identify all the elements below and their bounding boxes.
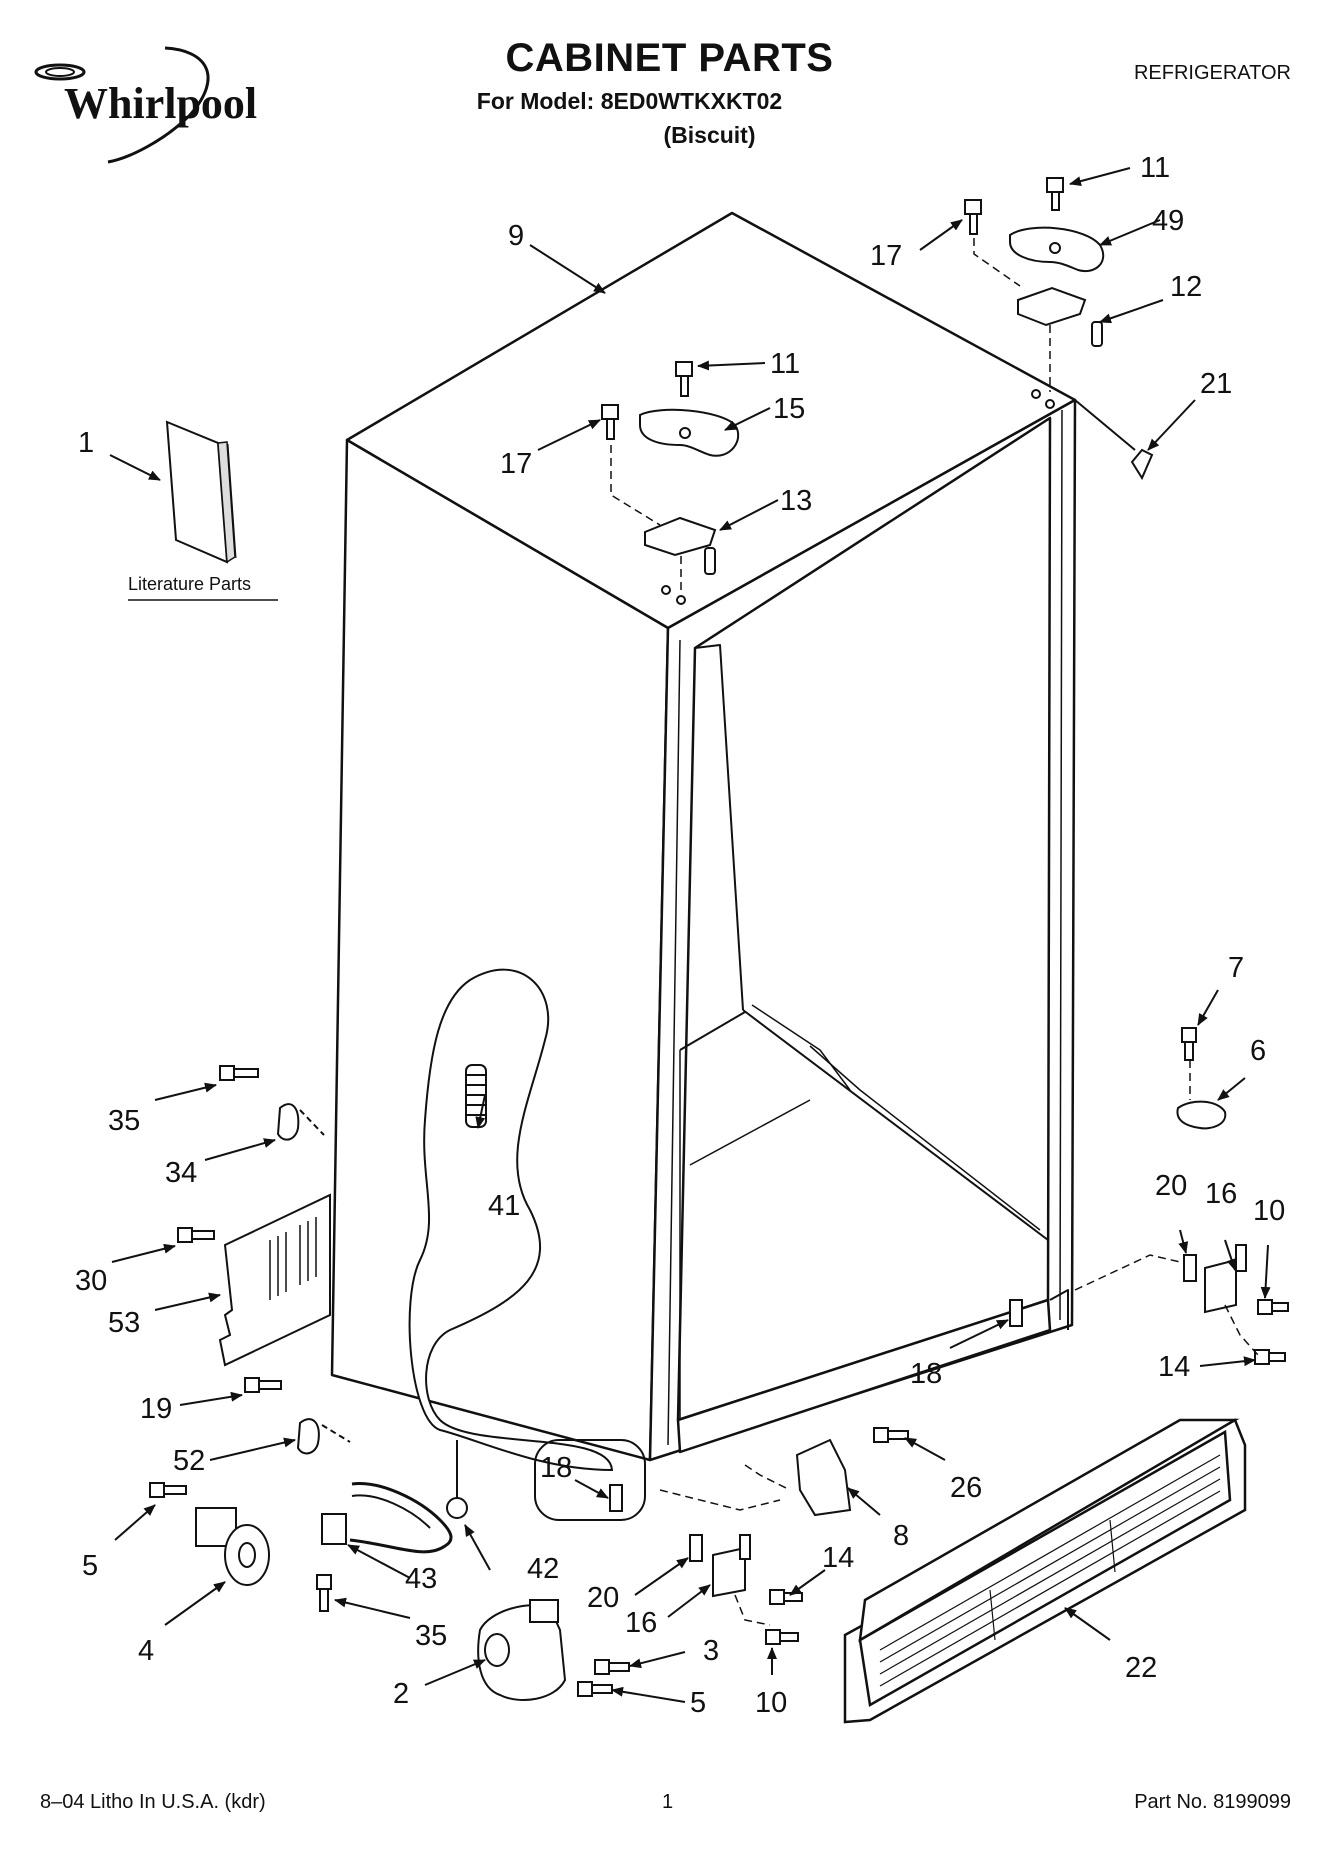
callout-labels: 1 2 3 4 5 5 6 7 8 9 10 10 11 11 12 13 14… [75,152,1285,1719]
callout-18-inset: 18 [540,1452,572,1484]
callout-18-right: 18 [910,1358,942,1390]
callout-42: 42 [527,1553,559,1585]
callout-17-mid: 17 [500,448,532,480]
toe-grille [843,1418,1247,1724]
callout-9: 9 [508,220,524,252]
callout-41: 41 [488,1190,520,1222]
callout-35-upper: 35 [108,1105,140,1137]
callout-13: 13 [780,485,812,517]
callout-6: 6 [1250,1035,1266,1067]
color-variant: (Biscuit) [663,122,756,148]
print-info: 8–04 Litho In U.S.A. (kdr) [40,1791,266,1813]
cabinet-cutaway [408,968,614,1472]
callout-22: 22 [1125,1652,1157,1684]
callout-14-center: 14 [822,1542,854,1574]
callout-20-center: 20 [587,1582,619,1614]
brand-logo-text: Whirlpool [64,79,257,128]
callout-20-right: 20 [1155,1170,1187,1202]
top-hinge-parts [601,177,1154,605]
callout-1: 1 [78,427,94,459]
callout-49: 49 [1152,205,1184,237]
left-side-parts [149,1065,468,1612]
callout-12: 12 [1170,271,1202,303]
callout-10-right: 10 [1253,1195,1285,1227]
callout-14-right: 14 [1158,1351,1190,1383]
callout-10-center: 10 [755,1687,787,1719]
callout-17-top: 17 [870,240,902,272]
callout-leaders [109,167,1271,1703]
whirlpool-logo: Whirlpool [34,46,257,164]
callout-30: 30 [75,1265,107,1297]
bottom-parts [477,1427,909,1701]
literature-parts-label: Literature Parts [128,574,251,594]
callout-11-top: 11 [1140,152,1170,184]
callout-5-center: 5 [690,1687,706,1719]
callout-52: 52 [173,1445,205,1477]
callout-16-center: 16 [625,1607,657,1639]
model-line: For Model: 8ED0WTKXKT02 [476,88,783,114]
page-number: 1 [662,1791,674,1813]
part-number: Part No. 8199099 [1134,1791,1291,1813]
callout-4: 4 [138,1635,154,1667]
callout-43: 43 [405,1563,437,1595]
callout-19: 19 [140,1393,172,1425]
callout-3: 3 [703,1635,719,1667]
callout-5-left: 5 [82,1550,98,1582]
product-category: REFRIGERATOR [1133,62,1291,84]
literature-book [165,420,237,564]
right-side-parts [1009,1027,1289,1365]
callout-21: 21 [1200,368,1232,400]
callout-53: 53 [108,1307,140,1339]
callout-34: 34 [165,1157,197,1189]
callout-16-right: 16 [1205,1178,1237,1210]
callout-26: 26 [950,1472,982,1504]
callout-8: 8 [893,1520,909,1552]
callout-2: 2 [393,1678,409,1710]
callout-11-mid: 11 [770,348,800,380]
callout-15: 15 [773,393,805,425]
callout-7: 7 [1228,952,1244,984]
page-title: CABINET PARTS [505,36,834,80]
callout-35-lower: 35 [415,1620,447,1652]
